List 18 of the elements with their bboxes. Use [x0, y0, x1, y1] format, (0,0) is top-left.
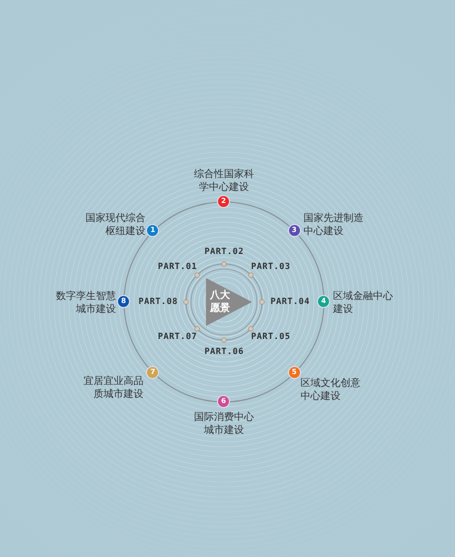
part-label: PART.08: [138, 297, 178, 307]
part-label: PART.05: [251, 332, 290, 342]
goal-label: 宜居宜业高品质城市建设: [82, 374, 144, 401]
triangle-badge: [206, 278, 252, 326]
badge-label: 八大愿景: [209, 289, 231, 315]
part-label: PART.02: [204, 247, 244, 257]
goal-label: 数字孪生智慧城市建设: [55, 290, 116, 316]
goal-label: 国际消费中心城市建设: [193, 411, 255, 437]
part-label: PART.07: [158, 332, 198, 342]
part-label: PART.04: [270, 297, 310, 307]
goal-label: 区域文化创意中心建设: [300, 376, 362, 403]
part-label: PART.01: [158, 262, 198, 272]
goal-label: 国家现代综合枢纽建设: [84, 212, 146, 238]
part-label: PART.06: [204, 347, 244, 357]
goal-label: 区域金融中心建设: [333, 290, 394, 316]
goal-label: 综合性国家科学中心建设: [193, 168, 255, 194]
part-label: PART.03: [251, 262, 290, 272]
goal-label: 国家先进制造中心建设: [304, 212, 365, 238]
